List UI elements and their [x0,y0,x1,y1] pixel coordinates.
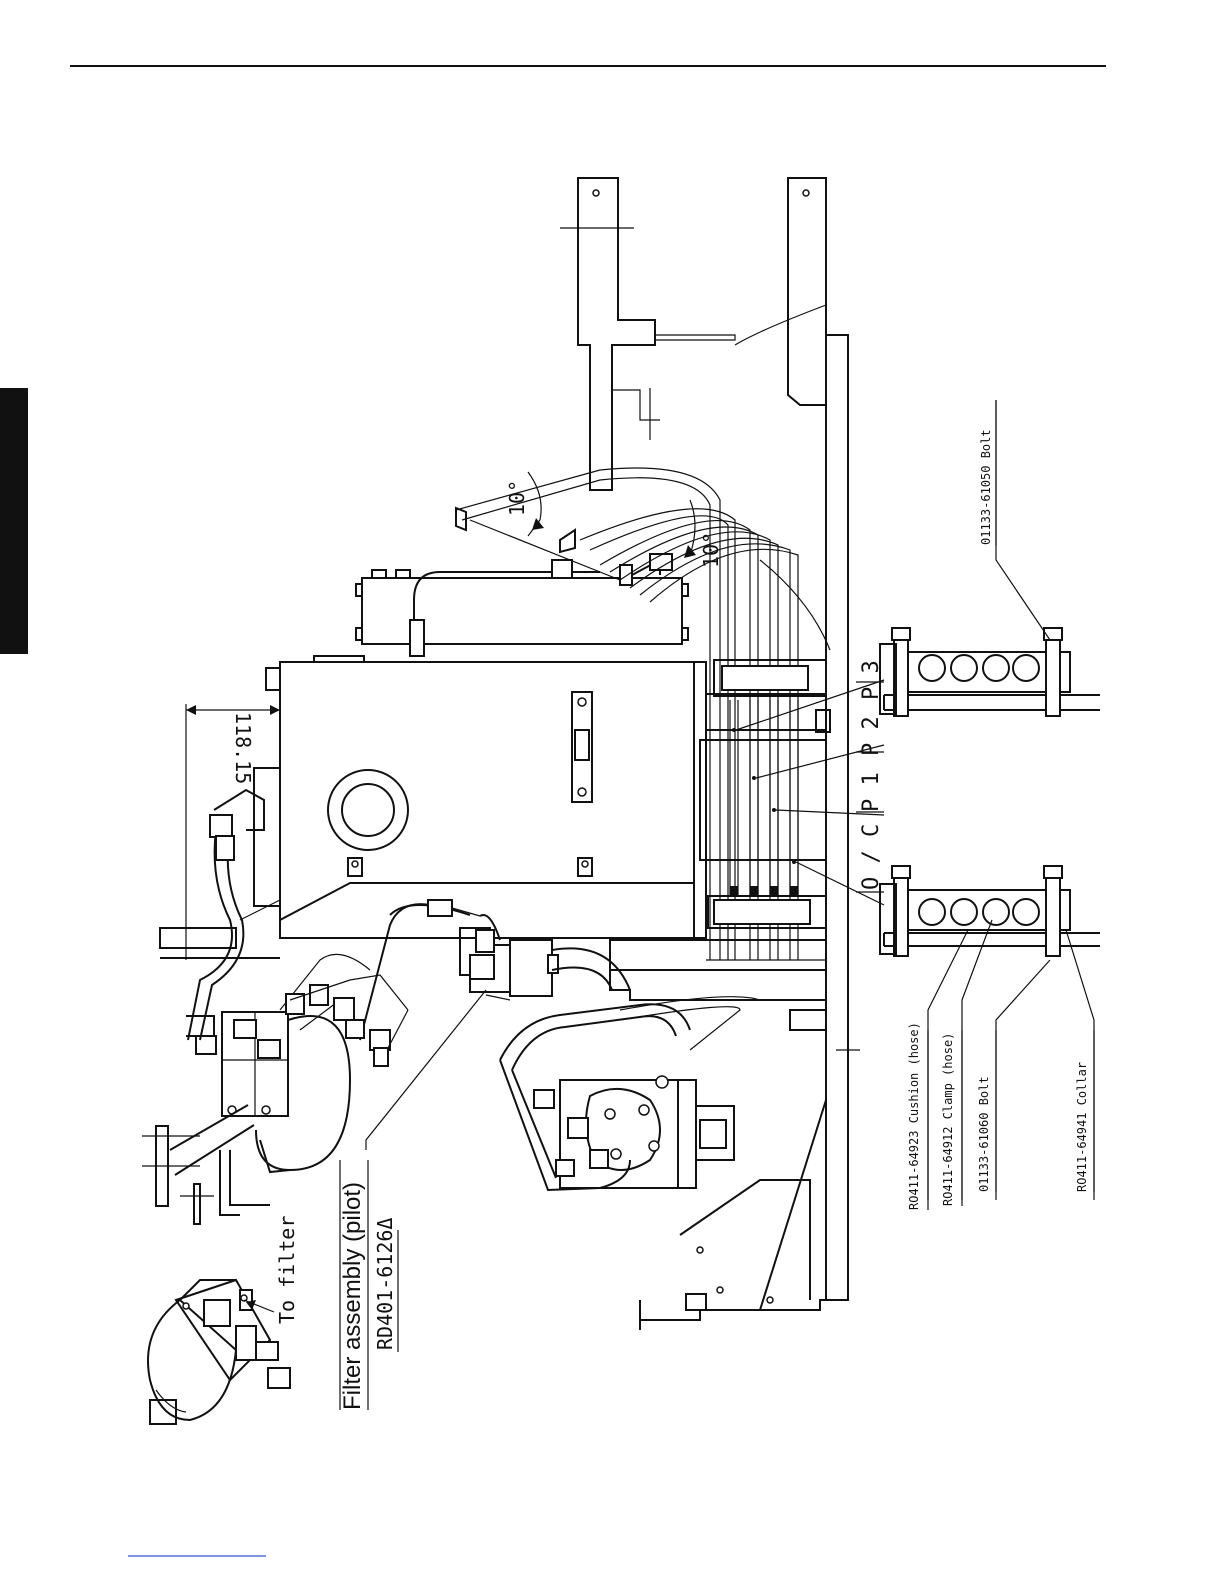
clamp-label: RO411-64912 Clamp (hose) [941,1033,955,1206]
pilot-hose-left [160,768,280,1040]
filter-illustration [148,1280,290,1424]
lower-left-linkage [142,1105,270,1224]
pump-assembly [500,997,760,1190]
to-filter-label: To filter [275,1216,299,1324]
port-p1-label: P 1 [859,772,884,812]
dimension-118-label: 118.15 [231,712,255,784]
text-labels: 118.15 10° 10° P 3 P 2 P 1 O / C To filt… [231,429,1089,1410]
clamp-detail-lower [880,866,1100,956]
hydraulic-tank [266,656,706,938]
port-oc-label: O / C [859,824,884,890]
accumulator-block [196,954,408,1172]
port-p3-label: P 3 [859,660,884,700]
angle-upper-label: 10° [505,480,529,516]
clamp-detail-upper [880,628,1100,716]
filter-assembly [360,900,630,1040]
filter-assembly-part-number: RD401-6126Δ [373,1218,397,1350]
bolt-lower-label: 01133-61060 Bolt [977,1076,991,1192]
collar-label: RO411-64941 Collar [1075,1062,1089,1192]
bolt-upper-label: 01133-61050 Bolt [979,429,993,545]
cushion-label: RO411-64923 Cushion (hose) [907,1022,921,1210]
filter-assembly-title: Filter assembly (pilot) [339,1182,366,1410]
side-tab [0,388,28,654]
port-p2-label: P 2 [859,716,884,756]
control-valve [356,554,688,656]
angle-lower-label: 10° [699,532,723,568]
